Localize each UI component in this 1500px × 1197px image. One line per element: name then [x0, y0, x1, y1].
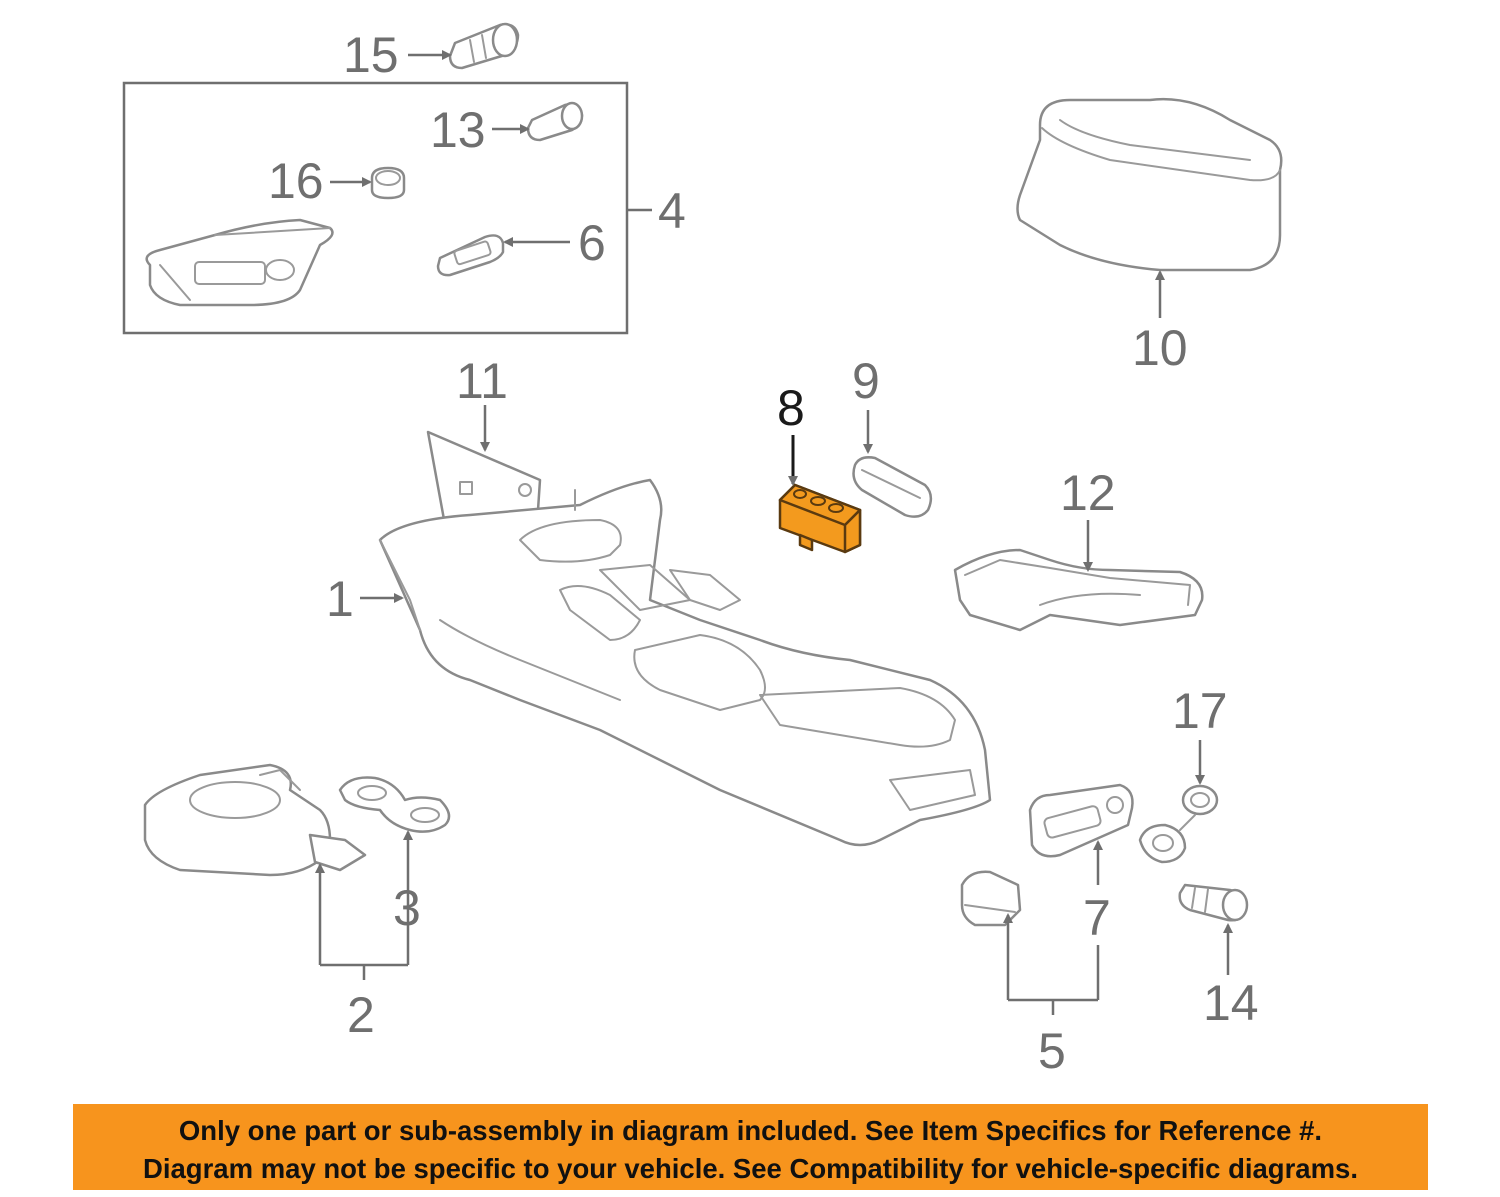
- disclaimer-banner: Only one part or sub-assembly in diagram…: [73, 1104, 1428, 1190]
- callout-9: 9: [852, 353, 880, 409]
- part-6-bezel: [436, 234, 505, 277]
- part-10-armrest: [1016, 97, 1283, 272]
- callout-12: 12: [1060, 465, 1116, 521]
- part-16-cap: [370, 166, 406, 200]
- callout-11: 11: [456, 353, 508, 409]
- part-13-bulb: [526, 101, 584, 142]
- callout-16: 16: [268, 153, 324, 209]
- part-1-console: [378, 478, 992, 847]
- assembly-box-4: [122, 81, 629, 335]
- part-8-highlighted: [778, 483, 862, 554]
- callout-17: 17: [1172, 683, 1228, 739]
- disclaimer-line-2: Diagram may not be specific to your vehi…: [143, 1153, 1358, 1184]
- ashtray-assembly: [145, 218, 334, 307]
- callout-13: 13: [430, 102, 486, 158]
- disclaimer-line-1: Only one part or sub-assembly in diagram…: [178, 1115, 1323, 1146]
- part-12-tray: [953, 548, 1204, 632]
- callout-2: 2: [347, 987, 375, 1043]
- part-9-tray: [852, 456, 933, 518]
- part-5-switch: [960, 870, 1022, 927]
- part-15-bulb: [448, 22, 520, 70]
- callout-8: 8: [777, 380, 805, 436]
- callout-1: 1: [326, 571, 354, 627]
- part-14-socket: [1178, 883, 1249, 922]
- callout-10: 10: [1132, 320, 1188, 376]
- part-2-cupholder: [143, 763, 367, 877]
- callout-5: 5: [1038, 1023, 1066, 1079]
- callout-6: 6: [578, 215, 606, 271]
- callout-3: 3: [393, 880, 421, 936]
- part-7-bezel: [1028, 783, 1134, 858]
- part-17-socket: [1138, 784, 1219, 864]
- callout-4: 4: [658, 183, 686, 239]
- callout-7: 7: [1083, 890, 1111, 946]
- callout-15: 15: [343, 27, 399, 83]
- part-3-mat: [338, 776, 451, 833]
- callout-14: 14: [1203, 975, 1259, 1031]
- parts-diagram: 15 13 16 6 4 10 11 9 8 12 1 17 3 7 14 2 …: [122, 22, 1283, 1079]
